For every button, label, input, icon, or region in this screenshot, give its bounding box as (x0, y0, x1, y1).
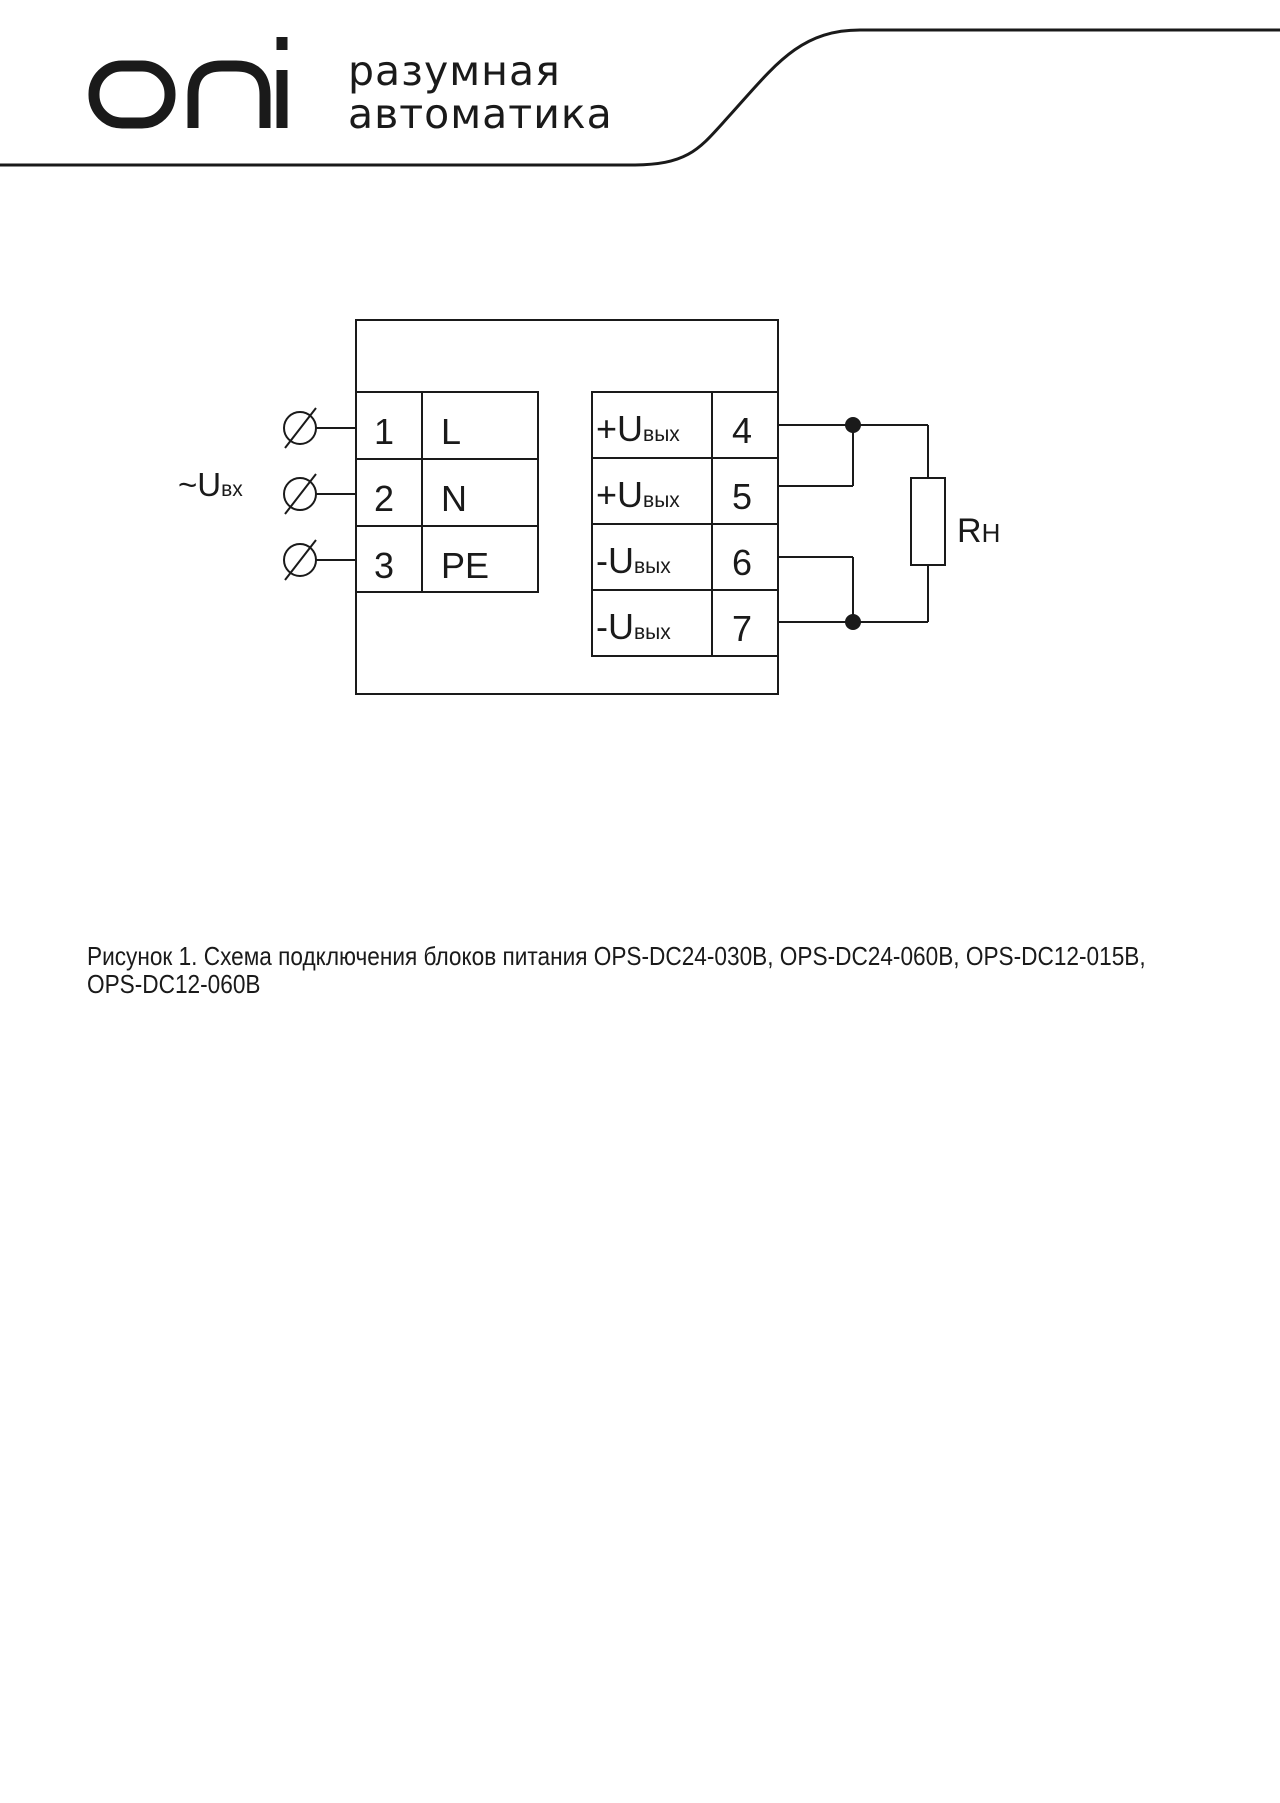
terminal-name-l: L (441, 411, 461, 452)
input-terminal-block (355, 391, 539, 593)
terminal-name-n: N (441, 478, 467, 519)
screw-terminal-icon (283, 411, 317, 445)
oni-logo-icon (88, 37, 288, 129)
output-terminal-labels: +Uвых +Uвых -Uвых -Uвых 4 5 6 7 (596, 408, 752, 649)
junction-dot-positive (845, 417, 861, 433)
output-wires (778, 424, 929, 623)
tagline-line-2: автоматика (348, 90, 613, 138)
screw-terminal-icon (283, 477, 317, 511)
input-terminal-numbers: 1 2 3 L N PE (374, 411, 489, 586)
header-banner (0, 28, 1280, 167)
figure-caption: Рисунок 1. Схема подключения блоков пита… (87, 941, 1146, 999)
header-curve-line (0, 28, 1280, 167)
output-label-5: +Uвых (596, 474, 680, 515)
load-resistor-label: RН (957, 512, 1000, 550)
load-resistor-icon (910, 477, 946, 566)
terminal-number-4: 4 (732, 410, 752, 451)
junction-dot-negative (845, 614, 861, 630)
output-label-4: +Uвых (596, 408, 680, 449)
screw-terminal-icons (283, 407, 317, 581)
terminal-number-7: 7 (732, 608, 752, 649)
output-label-7: -Uвых (596, 606, 671, 647)
screw-terminal-icon (283, 543, 317, 577)
wiring-diagram: 1 2 3 L N PE ~Uвх +Uвых +Uвых -Uвых -Uвы… (178, 319, 1000, 695)
terminal-number-5: 5 (732, 476, 752, 517)
terminal-number-6: 6 (732, 542, 752, 583)
output-label-6: -Uвых (596, 540, 671, 581)
input-voltage-label: ~Uвх (178, 466, 243, 503)
input-wires (316, 427, 356, 561)
power-supply-housing (355, 319, 779, 695)
terminal-number-2: 2 (374, 478, 394, 519)
terminal-name-pe: PE (441, 545, 489, 586)
output-terminal-block (591, 391, 779, 657)
tagline-line-1: разумная (348, 47, 561, 95)
input-voltage-subscript: вх (221, 478, 243, 501)
input-voltage-symbol: ~U (178, 466, 221, 503)
terminal-number-1: 1 (374, 411, 394, 452)
terminal-number-3: 3 (374, 545, 394, 586)
logo-tagline: разумная автоматика (348, 50, 613, 136)
